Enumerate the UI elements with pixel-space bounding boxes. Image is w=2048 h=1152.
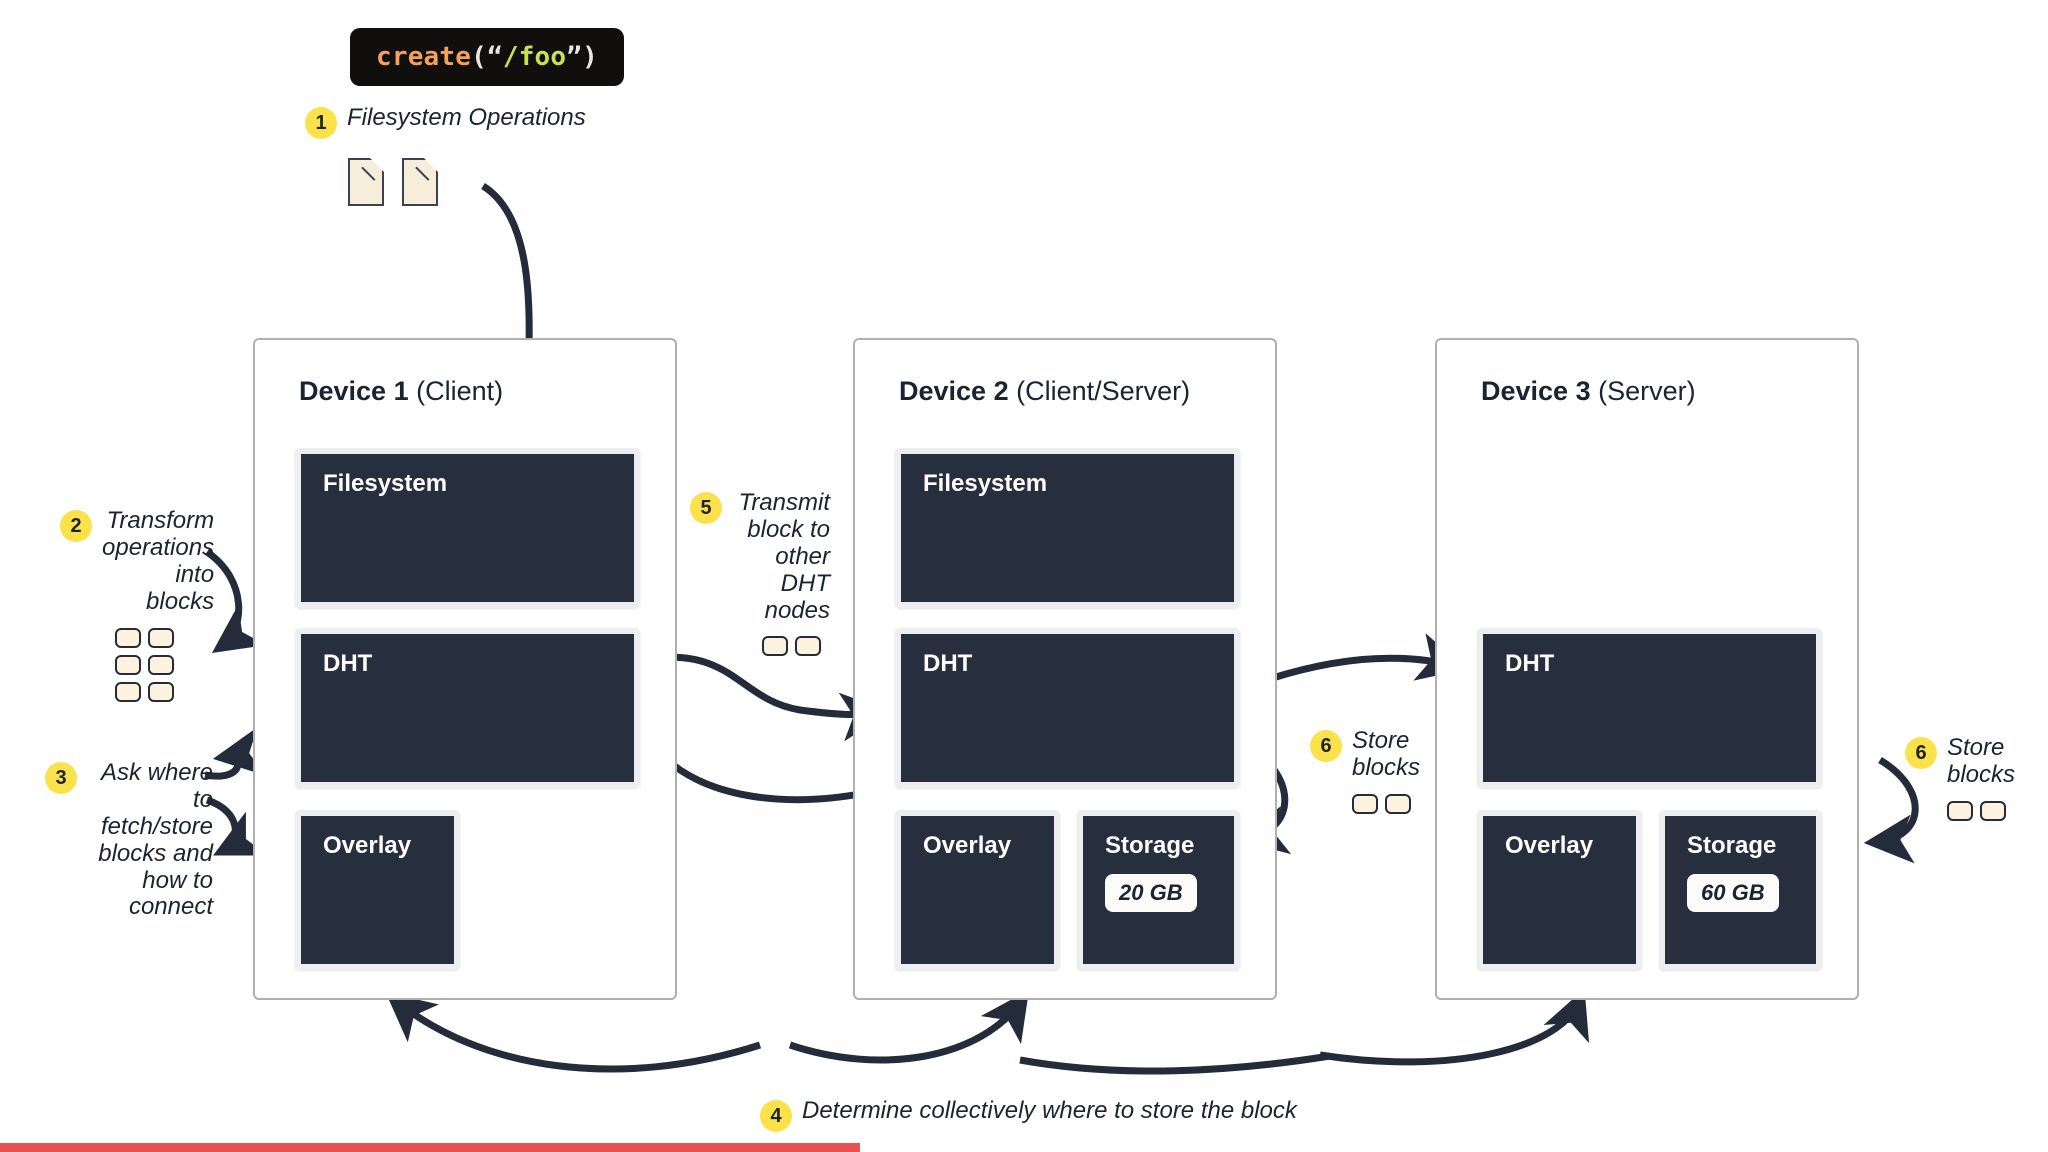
panel-label: Filesystem bbox=[923, 470, 1048, 497]
progress-bar-track[interactable] bbox=[0, 1143, 2048, 1152]
progress-bar-fill bbox=[0, 1143, 861, 1152]
step-6-device3-badge: 6 bbox=[1905, 737, 1937, 769]
arrow-dht1-to-dht2 bbox=[652, 653, 891, 742]
step-2-annotation: 2 Transform operations into blocks bbox=[60, 507, 214, 702]
device-2-role: (Client/Server) bbox=[1008, 376, 1191, 406]
device-1-role: (Client) bbox=[408, 376, 504, 406]
block-icon bbox=[148, 681, 174, 702]
step-3-label: Ask where to fetch/store blocks and how … bbox=[98, 759, 213, 921]
step-2-label: Transform operations into blocks bbox=[102, 507, 215, 615]
arrow-collective-to-device3 bbox=[1319, 988, 1590, 1066]
device-2-title: Device 2 (Client/Server) bbox=[899, 376, 1190, 407]
device-1-title: Device 1 (Client) bbox=[299, 376, 503, 407]
step-6-device3-block-icons bbox=[1947, 800, 2006, 821]
device-2-name: Device 2 bbox=[899, 376, 1009, 406]
step-1-badge: 1 bbox=[305, 107, 337, 139]
device-2-panel-storage[interactable]: Storage 20 GB bbox=[1077, 810, 1240, 970]
device-3-role: (Server) bbox=[1590, 376, 1696, 406]
panel-label: DHT bbox=[323, 650, 373, 677]
device-2-panel-dht[interactable]: DHT bbox=[895, 628, 1240, 788]
arrow-collective-to-device1 bbox=[385, 992, 762, 1073]
block-icon bbox=[115, 627, 141, 648]
block-icon bbox=[115, 681, 141, 702]
device-2-panel-overlay[interactable]: Overlay bbox=[895, 810, 1060, 970]
step-6-device3-label: Store blocks bbox=[1947, 734, 2016, 788]
step-2-badge: 2 bbox=[60, 510, 92, 542]
device-card-2[interactable]: Device 2 (Client/Server) Filesystem DHT … bbox=[853, 338, 1277, 1000]
panel-label: Overlay bbox=[1505, 832, 1594, 859]
step-3-annotation: 3 Ask where to fetch/store blocks and ho… bbox=[45, 759, 213, 921]
storage-capacity-badge: 20 GB bbox=[1105, 874, 1197, 912]
arrow-dht1-lower-curve bbox=[652, 745, 881, 804]
device-1-panel-dht[interactable]: DHT bbox=[295, 628, 640, 788]
device-1-panel-overlay[interactable]: Overlay bbox=[295, 810, 460, 970]
device-2-panel-filesystem[interactable]: Filesystem bbox=[895, 448, 1240, 608]
document-page-icon bbox=[402, 157, 439, 206]
step-6-device2-badge: 6 bbox=[1310, 730, 1342, 762]
device-3-name: Device 3 bbox=[1481, 376, 1591, 406]
code-close-paren: ”) bbox=[566, 42, 598, 72]
block-icon bbox=[115, 654, 141, 675]
device-1-panel-filesystem[interactable]: Filesystem bbox=[295, 448, 640, 608]
panel-label: Storage bbox=[1105, 832, 1195, 859]
code-open-paren: (“ bbox=[471, 42, 503, 72]
storage-capacity-badge: 60 GB bbox=[1687, 874, 1779, 912]
step-4-annotation: 4 Determine collectively where to store … bbox=[760, 1097, 1297, 1132]
block-icon bbox=[148, 654, 174, 675]
step-4-label: Determine collectively where to store th… bbox=[802, 1097, 1297, 1124]
arrow-collective-to-device2 bbox=[788, 989, 1030, 1064]
device-3-panel-storage[interactable]: Storage 60 GB bbox=[1659, 810, 1822, 970]
filesystem-file-icons bbox=[348, 157, 439, 206]
code-badge: create(“/foo”) bbox=[350, 28, 624, 86]
device-card-1[interactable]: Device 1 (Client) Filesystem DHT Overlay bbox=[253, 338, 677, 1000]
block-icon bbox=[1980, 800, 2006, 821]
block-icon bbox=[1352, 793, 1378, 814]
block-icon bbox=[795, 636, 821, 657]
block-icon bbox=[1947, 800, 1973, 821]
device-3-panel-dht[interactable]: DHT bbox=[1477, 628, 1822, 788]
step-6-device3-annotation: 6 Store blocks bbox=[1905, 734, 2020, 821]
step-1-annotation: 1 Filesystem Operations bbox=[305, 104, 586, 139]
step-5-label: Transmit block to other DHT nodes bbox=[738, 489, 830, 624]
panel-label: DHT bbox=[923, 650, 973, 677]
arrow-collective-baseline bbox=[1019, 1052, 1331, 1075]
step-5-annotation: 5 Transmit block to other DHT nodes bbox=[690, 489, 830, 657]
step-6-device2-annotation: 6 Store blocks bbox=[1310, 727, 1421, 814]
panel-label: Storage bbox=[1687, 832, 1777, 859]
panel-label: Overlay bbox=[923, 832, 1012, 859]
document-page-icon bbox=[348, 157, 385, 206]
device-1-name: Device 1 bbox=[299, 376, 409, 406]
panel-label: Overlay bbox=[323, 832, 412, 859]
code-string-literal: /foo bbox=[502, 42, 567, 72]
device-3-title: Device 3 (Server) bbox=[1481, 376, 1696, 407]
device-3-panel-overlay[interactable]: Overlay bbox=[1477, 810, 1642, 970]
step-5-badge: 5 bbox=[690, 492, 722, 524]
block-icon bbox=[148, 627, 174, 648]
step-3-badge: 3 bbox=[45, 762, 77, 794]
step-5-block-icons bbox=[762, 636, 821, 657]
step-6-device2-block-icons bbox=[1352, 793, 1411, 814]
panel-label: DHT bbox=[1505, 650, 1555, 677]
block-icon bbox=[1385, 793, 1411, 814]
step-1-label: Filesystem Operations bbox=[347, 104, 586, 131]
block-icon bbox=[762, 636, 788, 657]
device-card-3[interactable]: Device 3 (Server) DHT Overlay Storage 60… bbox=[1435, 338, 1859, 1000]
step-2-block-icons bbox=[115, 627, 202, 702]
step-4-badge: 4 bbox=[760, 1100, 792, 1132]
code-function-name: create bbox=[376, 42, 472, 72]
panel-label: Filesystem bbox=[323, 470, 448, 497]
step-6-device2-label: Store blocks bbox=[1352, 727, 1421, 781]
